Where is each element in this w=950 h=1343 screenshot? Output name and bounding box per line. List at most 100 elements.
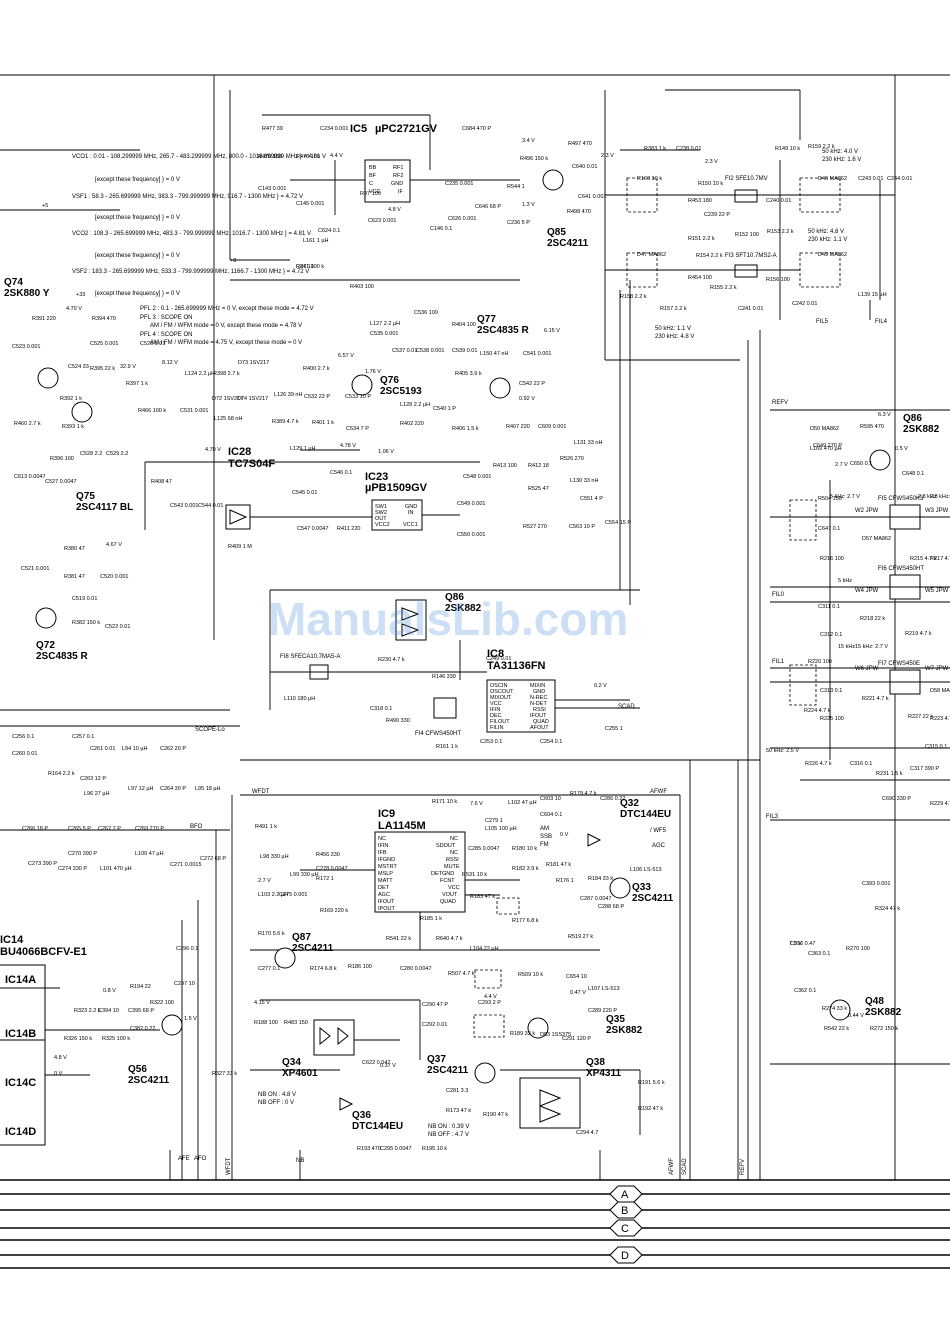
vco-line: VSF1 : 58.3 - 265.699999 MHz, 383.3 - 79… [72, 194, 303, 200]
ic14-section: IC14D [5, 1126, 36, 1138]
ic14-section: IC14B [5, 1028, 36, 1040]
component-label: R223 4.7 k [930, 716, 950, 722]
component-label: R155 2.2 k [710, 285, 737, 291]
ic8-pin: QUAD [533, 719, 549, 725]
ic8-pin: FILOUT [490, 719, 510, 725]
component-label: L150 47 nH [480, 351, 508, 357]
component-label: R180 10 k [512, 846, 537, 852]
q85-symbol [542, 169, 564, 191]
voltage-label: 1.06 V [378, 449, 394, 455]
net-fil4: FIL4 [875, 319, 888, 325]
net-scope-lo: SCOPE-Lo [195, 727, 225, 733]
ic8-pins-right: MIXIN GND N-REC N-DET RSSI IFOUT QUAD AF… [530, 683, 549, 731]
voltage-label: 0.44 V [848, 1013, 864, 1019]
component-label: R526 270 [560, 456, 584, 462]
l106-box [496, 897, 520, 915]
bus-label-c: C [621, 1223, 629, 1235]
q48-part: 2SK882 [865, 1007, 902, 1018]
voltage-label: 2.8 kHz: 2.7 V [930, 494, 950, 500]
voltage-label: 2.8 kHz [918, 494, 937, 500]
component-label: C236 5 P [507, 220, 530, 226]
ic9-pin: RSSI [446, 857, 459, 863]
net-refv: REFV [772, 400, 788, 406]
component-label: R381 47 [64, 574, 85, 580]
fi5-label: FI5 CFWS450K3 [878, 496, 924, 502]
component-label: C544 0.01 [198, 503, 223, 509]
component-label: C654 10 [566, 974, 587, 980]
component-label: R177 6.8 k [512, 918, 539, 924]
component-label: C396 0.47 [790, 941, 815, 947]
q36-buffer [339, 1097, 354, 1111]
component-label: C533 10 P [345, 394, 371, 400]
ic9-pin: MUTE [444, 864, 460, 870]
component-label: R498 470 [567, 209, 591, 215]
bus-label-d: D [621, 1250, 629, 1262]
component-label: C542 22 P [519, 381, 545, 387]
component-label: C554 15 P [605, 520, 631, 526]
ic9-ref: IC9 [378, 808, 395, 820]
component-label: C521 0.001 [21, 566, 49, 572]
voltage-label: 4.70 V [66, 306, 82, 312]
ic23-pin: OUT [375, 516, 387, 522]
pfl-note: PFL 3 : SCOPE ON [140, 315, 192, 321]
component-label: C649 270 P [813, 443, 842, 449]
component-label: C278 0.0047 [316, 866, 348, 872]
component-label: D53 1SS375 [540, 1032, 571, 1038]
bus-label-b: B [621, 1205, 628, 1217]
ic9-pin: SDOUT [436, 843, 456, 849]
l107-box [474, 969, 502, 989]
component-label: D50 MA862 [810, 426, 839, 432]
d57-box [789, 499, 817, 541]
q32-ref: Q32 [620, 798, 639, 809]
jumper-label: W6 JPW [855, 666, 879, 672]
component-label: C261 0.01 [90, 746, 115, 752]
component-label: R158 2.2 k [620, 294, 647, 300]
component-label: R525 47 [528, 486, 549, 492]
net-fil5: FIL5 [816, 319, 829, 325]
q75-ref: Q75 [76, 491, 95, 502]
component-label: C543 0.001 [170, 503, 198, 509]
right-filter-blocks: FI5 CFWS450K3 FI6 CFWS450HT FI7 CFWS450E… [770, 480, 950, 781]
q72-ref: Q72 [36, 640, 55, 651]
component-label: C623 0.001 [368, 218, 396, 224]
voltage-label: 2.7 V [835, 462, 848, 468]
voltage-label: 0.2 V [594, 683, 607, 689]
ic28-ref: IC28 [228, 446, 251, 458]
jumper-label: W4 JPW [855, 588, 879, 594]
component-label: C528 2.2 [80, 451, 102, 457]
bus-lines: A B C D [0, 1150, 950, 1269]
component-label: C289 220 P [588, 1008, 617, 1014]
d50-box [799, 252, 841, 288]
ic28-ic23-group: IC28 TC7S04F IC23 µPB1509GV SW1 SW2 OUT … [144, 446, 480, 531]
component-label: R397 1 k [126, 381, 148, 387]
component-label: C254 0.1 [540, 739, 562, 745]
component-label: R216 100 [820, 556, 844, 562]
fi4-body [433, 697, 457, 719]
ic23-pin: VCC2 [375, 522, 390, 528]
component-label: L125 68 nH [214, 416, 242, 422]
q38-body [519, 1077, 581, 1129]
ic9-part: LA1145M [378, 820, 426, 832]
q34-q38-group [250, 833, 641, 1135]
component-label: R527 270 [523, 524, 547, 530]
net-wfdt: WFDT [252, 789, 270, 795]
voltage-label: 32.9 V [120, 364, 136, 370]
component-label: L100 47 µH [135, 851, 164, 857]
q33-symbol [609, 877, 631, 899]
voltage-label: 4.8 V [388, 207, 401, 213]
component-label: R271 100 k [296, 264, 324, 270]
drop-afwf: AFWF [669, 1158, 675, 1175]
q72-part: 2SC4835 R [36, 651, 88, 662]
jumper-label: W7 JPW [925, 666, 949, 672]
component-label: C146 0.1 [430, 226, 452, 232]
component-label: R478 150 [296, 154, 320, 160]
q35-symbol [527, 1017, 549, 1039]
voltage-label: +5 [42, 203, 48, 209]
component-label: C316 0.1 [850, 761, 872, 767]
component-label: R383 1 k [644, 146, 666, 152]
q48-symbol [829, 999, 851, 1021]
ic9-pins-right: NC SDOUT NC RSSI MUTE DETGND FCNT VCC VO… [431, 836, 460, 905]
ic8-pin: AFOUT [530, 725, 549, 731]
component-label: C539 0.01 [452, 348, 477, 354]
component-label: L130 33 nH [570, 478, 598, 484]
